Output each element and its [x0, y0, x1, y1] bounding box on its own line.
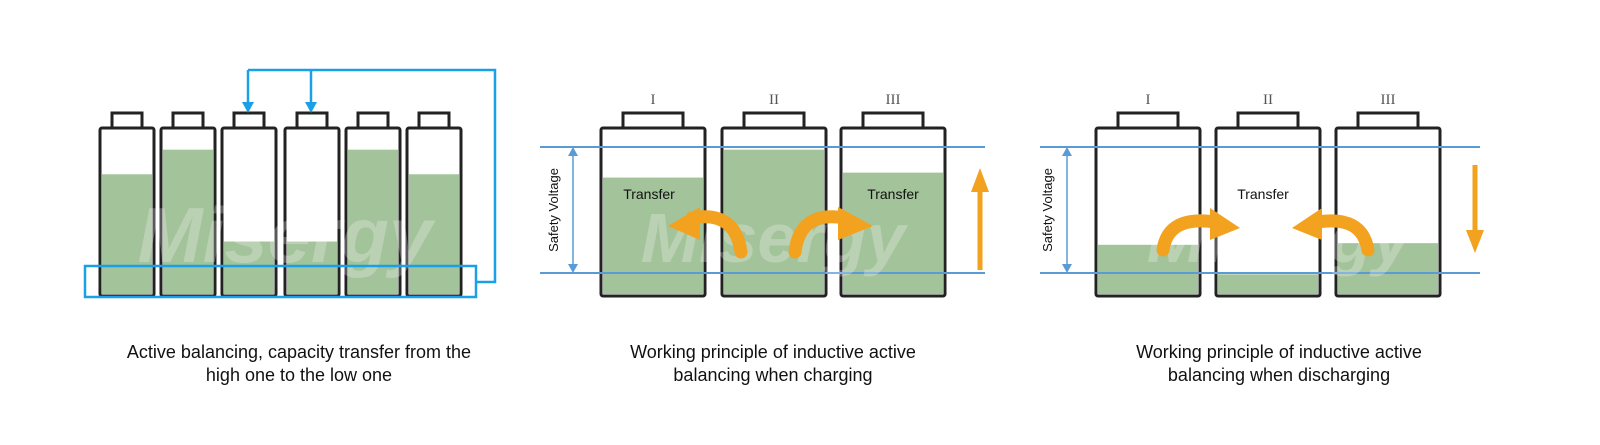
transfer-arrow-icon — [1156, 214, 1222, 257]
arrowhead-icon — [1210, 208, 1240, 240]
battery-terminal — [417, 111, 451, 130]
arrow-down-icon — [242, 102, 254, 113]
caption-line: balancing when charging — [673, 365, 873, 385]
cell-label: I — [651, 92, 656, 108]
battery-terminal — [1116, 111, 1180, 130]
arrow-up-icon — [568, 147, 578, 156]
battery-charge-fill — [224, 241, 274, 294]
caption-line: Working principle of inductive active — [1136, 342, 1422, 362]
battery-charge-fill — [1098, 244, 1198, 294]
arrowhead-icon — [668, 207, 700, 240]
safety-voltage-label: Safety Voltage — [546, 168, 561, 252]
battery-terminal — [1236, 111, 1300, 130]
cell-label: III — [1381, 92, 1396, 108]
battery-terminal — [1356, 111, 1420, 130]
battery-terminal — [861, 111, 925, 130]
caption-line: high one to the low one — [205, 365, 393, 385]
arrow-down-icon — [1062, 264, 1072, 273]
arrow-down-icon — [568, 264, 578, 273]
caption-charging: Working principle of inductive active ba… — [553, 341, 993, 387]
caption-line: balancing when discharging — [1167, 365, 1391, 385]
cell-label: I — [1146, 92, 1151, 108]
arrow-down-icon — [305, 102, 317, 113]
battery-terminal — [171, 111, 205, 130]
battery-terminal — [621, 111, 685, 130]
cell-label: II — [769, 92, 779, 108]
battery-charge-fill — [1218, 274, 1318, 294]
caption-line: Active balancing, capacity transfer from… — [126, 342, 472, 362]
transfer-label: Transfer — [623, 186, 675, 202]
cell-label: II — [1263, 92, 1273, 108]
transfer-label: Transfer — [867, 186, 919, 202]
arrowhead-icon — [1292, 208, 1322, 240]
arrow-down-icon — [1466, 230, 1484, 253]
transfer-label: Transfer — [1237, 186, 1289, 202]
caption-line: Working principle of inductive active — [630, 342, 916, 362]
battery-terminal — [110, 111, 144, 130]
cell-label: III — [886, 92, 901, 108]
battery-charge-fill — [603, 177, 703, 294]
arrow-up-icon — [1062, 147, 1072, 156]
watermark-logo: Misergy — [138, 191, 436, 279]
panel-active-balancing: Misergy — [83, 68, 497, 299]
battery-charge-fill — [163, 149, 213, 294]
watermark-logo: Misergy — [1147, 199, 1415, 277]
battery-charge-fill — [1338, 243, 1438, 294]
battery-charge-fill — [287, 241, 337, 294]
arrowhead-icon — [838, 207, 873, 240]
transfer-arrow-icon — [1311, 214, 1375, 257]
battery-terminal — [295, 111, 329, 130]
battery-charge-fill — [348, 149, 398, 294]
caption-discharging: Working principle of inductive active ba… — [1059, 341, 1499, 387]
watermark-logo: Misergy — [641, 199, 909, 277]
caption-active-balancing: Active balancing, capacity transfer from… — [79, 341, 519, 387]
battery-terminal — [356, 111, 390, 130]
battery-charge-fill — [409, 174, 459, 294]
transfer-arrow-icon — [788, 210, 852, 259]
battery-terminal — [742, 111, 806, 130]
battery-terminal — [232, 111, 266, 130]
battery-charge-fill — [102, 174, 152, 294]
arrow-up-icon — [971, 168, 989, 192]
safety-voltage-label: Safety Voltage — [1040, 168, 1055, 252]
transfer-path-line — [248, 68, 497, 284]
